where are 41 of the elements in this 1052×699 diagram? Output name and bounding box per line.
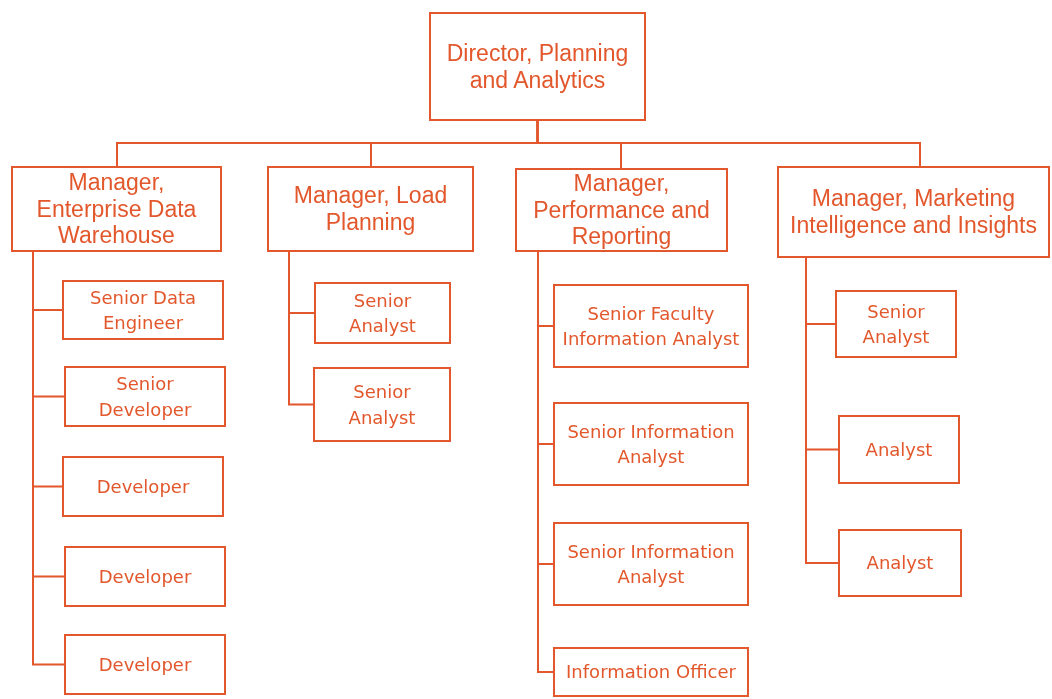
role-title: Senior Analyst [861,299,931,349]
role-title: Developer [98,564,192,589]
role-box [62,280,224,340]
manager-box [777,166,1050,258]
role-box [838,415,960,484]
role-title: Senior Analyst [347,380,417,430]
role-box [62,456,224,517]
role-title: Manager, Marketing Intelligence and Insights [789,185,1038,239]
role-title: Information Officer [566,660,736,685]
role-box [553,402,749,486]
connector-line [288,251,314,406]
role-title: Analyst [866,551,934,576]
role-title: Developer [98,652,192,677]
connector-line [536,120,921,167]
role-title: Manager, Enterprise Data Warehouse [35,168,198,250]
role-box [313,367,451,442]
role-box [553,647,749,697]
role-title: Senior Information Analyst [566,539,736,589]
role-title: Senior Faculty Information Analyst [561,301,741,351]
role-title: Director, Planning and Analytics [445,39,630,94]
connector-line [805,257,839,564]
role-box [64,366,226,427]
role-title: Senior Developer [97,372,193,422]
manager-box [11,166,222,252]
manager-box [515,168,728,252]
role-box [838,529,962,597]
role-box [64,546,226,607]
director-box [429,12,646,121]
role-title: Manager, Performance and Reporting [532,169,711,251]
role-box [553,284,749,368]
role-box [835,290,957,358]
manager-box [267,166,474,252]
role-title: Senior Information Analyst [566,419,736,469]
role-title: Senior Data Engineer [89,285,197,335]
role-box [64,634,226,695]
role-box [553,522,749,606]
role-box [314,282,451,344]
role-title: Manager, Load Planning [292,182,449,236]
role-title: Developer [96,474,190,499]
role-title: Analyst [865,437,933,462]
role-title: Senior Analyst [348,288,417,338]
